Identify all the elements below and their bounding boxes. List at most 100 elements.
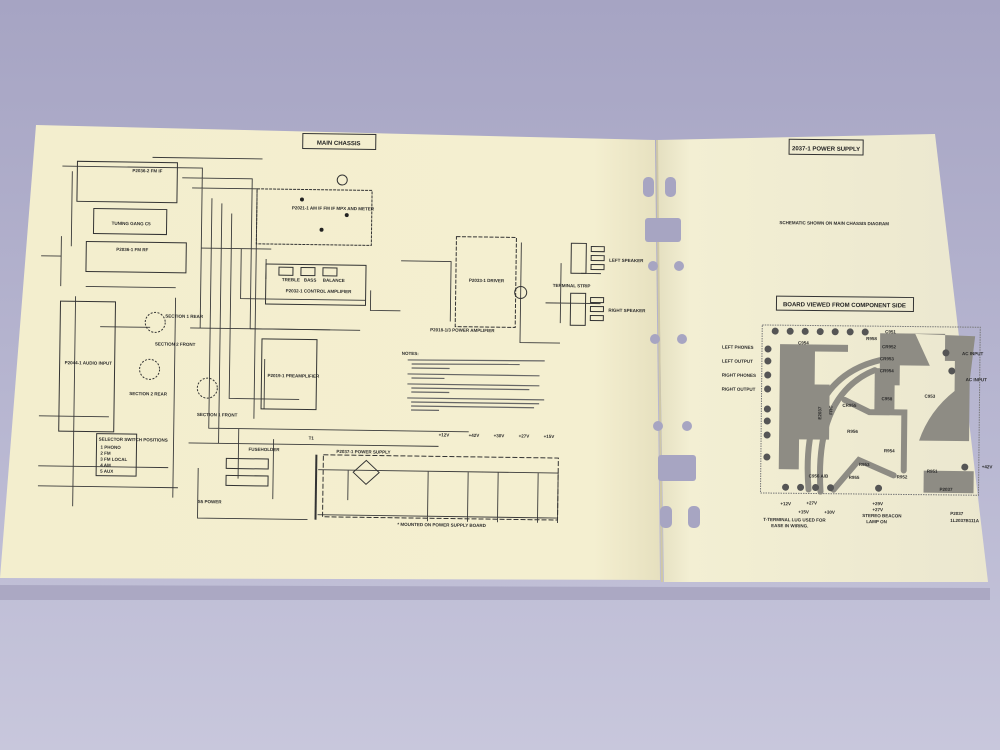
svg-text:LEFT OUTPUT: LEFT OUTPUT (722, 359, 753, 364)
svg-text:+15V: +15V (544, 434, 555, 439)
block-terminal-strip: TERMINAL STRIP LEFT SPEAKER RIGHT SPEAKE… (514, 242, 646, 326)
fuseholder: FUSEHOLDER S5 POWER (198, 447, 281, 505)
schematic-wiring (37, 156, 601, 524)
svg-text:AC INPUT: AC INPUT (966, 377, 988, 382)
board-marking-frc: FRC (828, 405, 833, 415)
svg-text:STEREO BEACON: STEREO BEACON (862, 513, 901, 518)
svg-text:CR954: CR954 (880, 368, 895, 373)
svg-text:P2036-1 FM RF: P2036-1 FM RF (116, 247, 148, 252)
block-audio-input: P2044-1 AUDIO INPUT (58, 300, 117, 433)
svg-text:CR952: CR952 (882, 344, 897, 349)
svg-text:RIGHT PHONES: RIGHT PHONES (722, 373, 756, 378)
block-mpx-meter: P2021-1 AM IF FM IF MPX AND METER (255, 174, 375, 246)
svg-text:P2033-1 DRIVER: P2033-1 DRIVER (469, 278, 505, 284)
svg-text:5 AUX: 5 AUX (100, 469, 113, 474)
block-tuning-gang: TUNING GANG C5 (92, 208, 168, 236)
right-page (657, 134, 988, 582)
svg-text:BALANCE: BALANCE (323, 278, 345, 283)
board-marking: E2037 (817, 406, 822, 420)
svg-text:R952: R952 (897, 474, 908, 479)
left-page (0, 125, 660, 580)
svg-text:2 FM: 2 FM (100, 451, 111, 456)
block-preamplifier: P2019-1 PREAMPLIFIER (260, 338, 320, 411)
svg-text:C953: C953 (924, 394, 935, 399)
svg-text:SECTION 1 REAR: SECTION 1 REAR (165, 314, 204, 320)
svg-text:+29V: +29V (872, 501, 883, 506)
svg-text:RIGHT SPEAKER: RIGHT SPEAKER (608, 308, 646, 314)
svg-text:FUSEHOLDER: FUSEHOLDER (248, 447, 280, 452)
svg-text:AC INPUT: AC INPUT (962, 351, 984, 356)
svg-text:P2019-1 PREAMPLIFIER: P2019-1 PREAMPLIFIER (267, 373, 320, 379)
svg-text:SELECTOR SWITCH POSITIONS: SELECTOR SWITCH POSITIONS (99, 437, 168, 443)
svg-text:RIGHT OUTPUT: RIGHT OUTPUT (722, 387, 756, 392)
svg-text:R955: R955 (849, 475, 860, 480)
svg-text:TREBLE: TREBLE (282, 277, 300, 282)
svg-text:SECTION 1 FRONT: SECTION 1 FRONT (197, 412, 238, 418)
svg-text:TERMINAL STRIP: TERMINAL STRIP (553, 283, 591, 289)
svg-text:+27V: +27V (519, 434, 530, 439)
svg-text:TUNING GANG C5: TUNING GANG C5 (112, 221, 152, 227)
svg-text:R951: R951 (927, 469, 938, 474)
svg-text:+27V: +27V (806, 500, 817, 505)
svg-text:SECTION 2 REAR: SECTION 2 REAR (129, 391, 168, 397)
selector-positions-table: SELECTOR SWITCH POSITIONS 1 PHONO 2 FM 3… (95, 433, 168, 477)
transformer: T1 (309, 436, 318, 520)
svg-text:+42V: +42V (982, 464, 993, 469)
svg-text:CR953: CR953 (880, 356, 895, 361)
svg-text:P2037: P2037 (950, 511, 964, 516)
board-side-labels: LEFT PHONES LEFT OUTPUT RIGHT PHONES RIG… (722, 345, 993, 470)
svg-text:P2021-1 AM IF FM IF MPX AND ME: P2021-1 AM IF FM IF MPX AND METER (292, 205, 375, 211)
svg-text:1L2037B111A: 1L2037B111A (950, 518, 980, 523)
svg-text:R956: R956 (847, 429, 858, 434)
block-fm-rf: P2036-1 FM RF (85, 240, 187, 274)
selector-switches: SECTION 1 REAR SECTION 2 REAR SECTION 2 … (129, 311, 238, 418)
svg-text:+27V: +27V (872, 507, 883, 512)
svg-text:C954: C954 (798, 340, 809, 345)
main-chassis-title: MAIN CHASSIS (317, 141, 361, 148)
svg-text:3 FM LOCAL: 3 FM LOCAL (100, 457, 127, 462)
board-title: BOARD VIEWED FROM COMPONENT SIDE (783, 302, 906, 309)
svg-text:C951: C951 (885, 329, 896, 334)
board-title-box (775, 295, 915, 313)
svg-text:EASE IN WIRING.: EASE IN WIRING. (771, 523, 808, 528)
svg-text:R958: R958 (866, 336, 877, 341)
svg-text:R953: R953 (859, 462, 870, 467)
svg-text:+30V: +30V (824, 510, 835, 515)
svg-text:T-TERMINAL LUG USED FOR: T-TERMINAL LUG USED FOR (763, 517, 826, 523)
board-id: P2037 (940, 487, 954, 492)
svg-text:+12V: +12V (439, 432, 450, 437)
svg-text:T1: T1 (309, 436, 315, 441)
pcb-board (759, 324, 981, 496)
block-control-amplifier: TREBLE BASS BALANCE P2032-1 CONTROL AMPL… (264, 263, 367, 306)
binder-holes (643, 177, 700, 528)
svg-text:P2032-1 CONTROL AMPLIFIER: P2032-1 CONTROL AMPLIFIER (286, 288, 353, 294)
svg-text:S5 POWER: S5 POWER (198, 499, 223, 504)
svg-text:+30V: +30V (494, 433, 505, 438)
svg-text:+15V: +15V (798, 509, 809, 514)
svg-text:P2037-1 POWER SUPPLY: P2037-1 POWER SUPPLY (336, 449, 390, 455)
schematic-note: SCHEMATIC SHOWN ON MAIN CHASSIS DIAGRAM (779, 220, 889, 226)
main-chassis-title-box (302, 132, 377, 150)
svg-text:C958: C958 (881, 396, 892, 401)
power-supply-section: P2037-1 POWER SUPPLY +42V +30V +27V +15V… (322, 432, 559, 528)
svg-text:LAMP ON: LAMP ON (866, 519, 887, 524)
component-labels: C954 R958 C951 CR952 CR953 CR954 C953 C9… (798, 329, 938, 480)
svg-text:* MOUNTED ON POWER SUPPLY BOAR: * MOUNTED ON POWER SUPPLY BOARD (397, 522, 486, 528)
svg-text:P2044-1 AUDIO INPUT: P2044-1 AUDIO INPUT (65, 360, 113, 366)
svg-text:+42V: +42V (469, 433, 480, 438)
svg-text:LEFT PHONES: LEFT PHONES (722, 345, 754, 350)
svg-text:LEFT SPEAKER: LEFT SPEAKER (609, 258, 644, 263)
svg-text:NOTES:: NOTES: (402, 351, 420, 356)
svg-text:R954: R954 (884, 448, 895, 453)
svg-text:+12V: +12V (780, 501, 791, 506)
svg-text:BASS: BASS (304, 277, 317, 282)
power-supply-title-box (788, 138, 864, 156)
block-driver: P2033-1 DRIVER P2018-1/3 POWER AMPLIFIER (430, 236, 517, 333)
svg-text:4 AM: 4 AM (100, 463, 111, 468)
svg-text:C956 A/B: C956 A/B (809, 473, 829, 478)
svg-text:P2036-2 FM IF: P2036-2 FM IF (132, 168, 162, 173)
block-fm-if: P2036-2 FM IF (76, 160, 178, 204)
svg-text:P2018-1/3 POWER AMPLIFIER: P2018-1/3 POWER AMPLIFIER (430, 327, 495, 333)
notes: NOTES: (402, 351, 545, 411)
